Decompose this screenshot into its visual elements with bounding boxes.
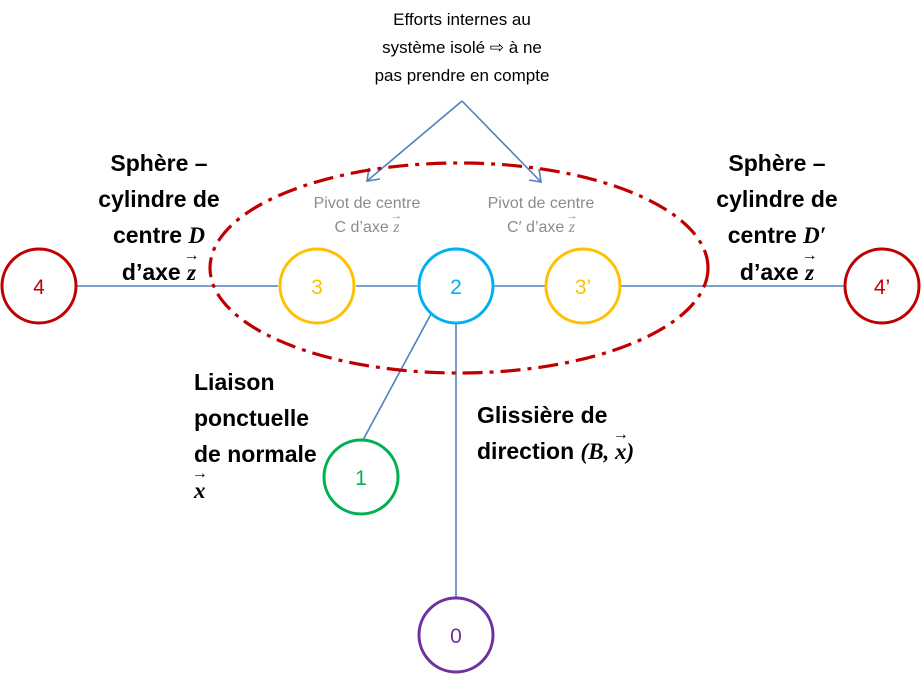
pivot-c-prime-line-2: C′ d’axe z	[461, 216, 621, 240]
node-1: 1	[322, 438, 400, 516]
node-3: 3	[278, 247, 356, 325]
node-2: 2	[417, 247, 495, 325]
vector-x: x	[194, 473, 206, 509]
node-4-prime: 4’	[843, 247, 921, 325]
arrowhead-left	[366, 167, 381, 182]
isolated-system-ellipse	[208, 161, 710, 375]
sphere-cylinder-d-prime-label: Sphère – cylindre de centre D′ d’axe z	[682, 145, 872, 291]
pivot-c-line-2: C d’axe z	[287, 216, 447, 240]
sphere-d-line-2: cylindre de	[98, 186, 220, 212]
node-0: 0	[417, 596, 495, 674]
slider-label: Glissière de direction (B, x)	[477, 397, 634, 470]
point-contact-label: Liaison ponctuelle de normale x	[194, 364, 317, 509]
svg-text:4’: 4’	[874, 276, 890, 299]
svg-text:3’: 3’	[575, 276, 591, 299]
pivot-c-label: Pivot de centre C d’axe z	[287, 192, 447, 240]
svg-text:4: 4	[33, 276, 45, 299]
ponctuelle-line-4: x	[194, 472, 317, 509]
pivot-c-prime-line-1: Pivot de centre	[487, 195, 595, 212]
sphere-d-line-3: centre D	[112, 222, 206, 248]
vector-z: z	[569, 216, 575, 240]
glissiere-line-2: direction (B, x)	[477, 433, 634, 470]
pivot-c-line-1: Pivot de centre	[313, 195, 421, 212]
annotation-arrow-right	[461, 100, 542, 183]
vector-z: z	[393, 216, 399, 240]
annotation-arrow-left	[366, 100, 463, 182]
annotation-line-2: système isolé ⇨ à ne	[382, 38, 542, 57]
link-2-1	[362, 313, 432, 441]
ponctuelle-line-2: ponctuelle	[194, 405, 310, 431]
arrowhead-right	[528, 168, 542, 183]
svg-text:1: 1	[355, 467, 367, 490]
svg-text:0: 0	[450, 625, 462, 648]
pivot-c-prime-label: Pivot de centre C′ d’axe z	[461, 192, 621, 240]
annotation-line-1: Efforts internes au	[393, 10, 531, 29]
sphere-d-line-4: d’axe z	[64, 254, 254, 291]
sphere-dp-line-4: d’axe z	[682, 254, 872, 291]
sphere-dp-line-3: centre D′	[727, 222, 827, 248]
sphere-dp-line-2: cylindre de	[716, 186, 838, 212]
annotation-line-3: pas prendre en compte	[374, 66, 550, 85]
node-3-prime: 3’	[544, 247, 622, 325]
svg-text:2: 2	[450, 276, 462, 299]
node-4: 4	[0, 247, 78, 325]
vector-z: z	[805, 255, 814, 291]
sphere-dp-line-1: Sphère –	[728, 150, 826, 176]
vector-z: z	[187, 255, 196, 291]
vector-x: x	[615, 434, 627, 470]
sphere-cylinder-d-label: Sphère – cylindre de centre D d’axe z	[64, 145, 254, 291]
svg-text:3: 3	[311, 276, 323, 299]
internal-forces-annotation: Efforts internes au système isolé ⇨ à ne…	[322, 6, 602, 90]
ponctuelle-line-1: Liaison	[194, 369, 275, 395]
glissiere-line-1: Glissière de	[477, 402, 608, 428]
ponctuelle-line-3: de normale	[194, 441, 317, 467]
sphere-d-line-1: Sphère –	[110, 150, 208, 176]
